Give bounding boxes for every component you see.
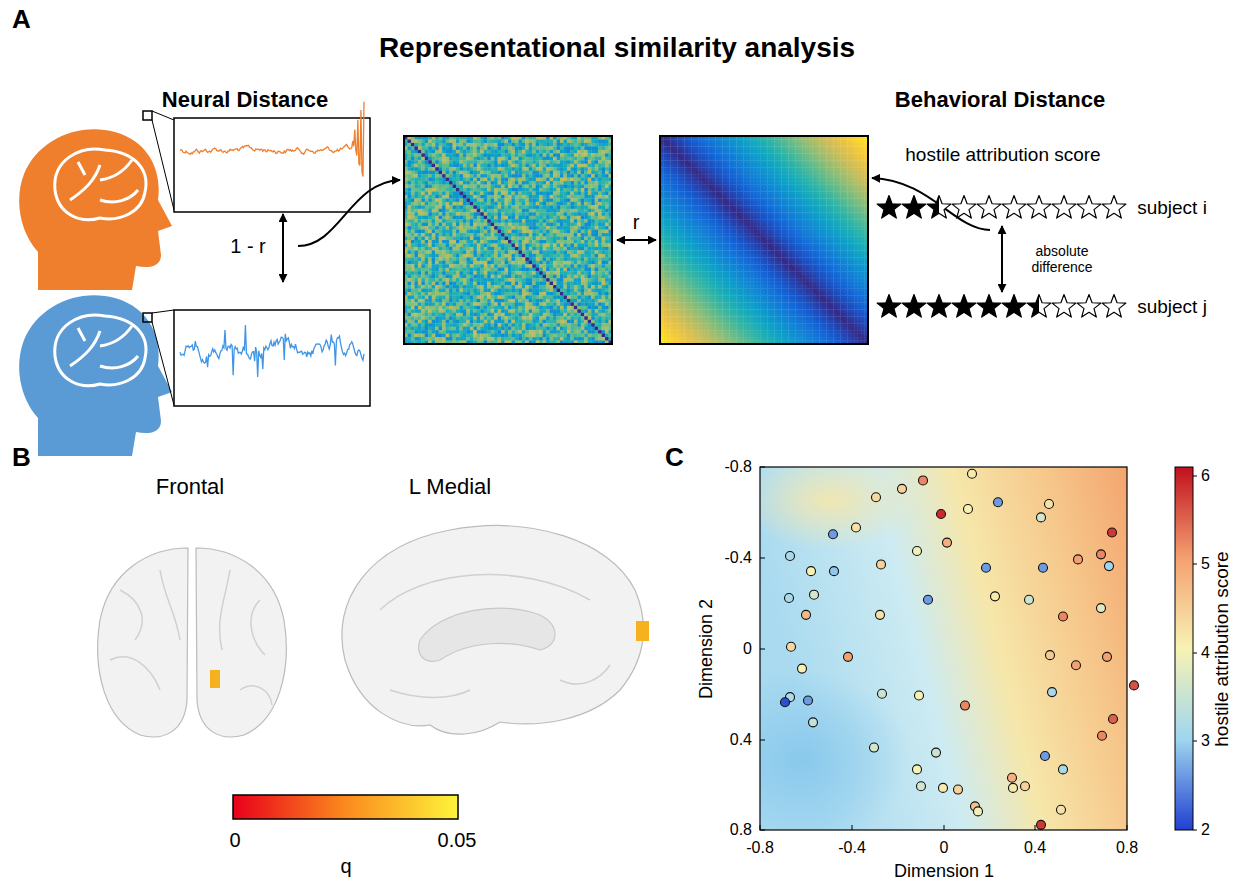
neural-distance-matrix <box>404 136 612 344</box>
section-heading: Neural Distance <box>162 87 328 112</box>
view-label: L Medial <box>409 474 491 499</box>
subject-points <box>781 469 1139 829</box>
plot-frame <box>760 467 1127 830</box>
axis-tick: -0.4 <box>724 549 752 567</box>
axis-tick: 0 <box>743 640 752 658</box>
axis-tick: -0.8 <box>746 839 774 857</box>
colorbar-tick: 0.05 <box>438 829 477 852</box>
double-arrow <box>282 214 284 282</box>
axis-tick: 0.8 <box>730 821 752 839</box>
axis-tick: 0.4 <box>1024 839 1046 857</box>
score-colorbar <box>1175 467 1193 830</box>
q-colorbar <box>233 795 458 819</box>
panel-letter: B <box>12 443 31 473</box>
timeseries-line <box>180 102 364 177</box>
view-label: Frontal <box>156 474 224 499</box>
timeseries-box <box>174 118 370 212</box>
axis-tick: 0.4 <box>730 731 752 749</box>
arrow-label: r <box>633 211 640 234</box>
axis-tick: -0.8 <box>724 458 752 476</box>
plot-background <box>760 467 1127 830</box>
section-heading: Behavioral Distance <box>895 87 1105 112</box>
brain-frontal <box>98 548 287 737</box>
colorbar-tick: 3 <box>1201 732 1210 750</box>
star-rating <box>877 196 1126 318</box>
colorbar-tick: 4 <box>1201 644 1210 662</box>
colorbar-tick: 5 <box>1201 555 1210 573</box>
arrow-label: absolute difference <box>1021 243 1103 275</box>
colorbar-title: hostile attribution score <box>1211 551 1233 746</box>
axis-ticks <box>760 467 1197 830</box>
brain-medial <box>342 526 649 735</box>
axis-tick: -0.4 <box>838 839 866 857</box>
axis-tick: 0 <box>940 839 949 857</box>
head-orange <box>19 111 174 290</box>
panel-letter: C <box>665 443 684 473</box>
measure-label: hostile attribution score <box>905 144 1100 166</box>
double-arrow <box>617 239 656 241</box>
curved-arrow <box>298 180 400 246</box>
colorbar-tick: 6 <box>1201 467 1210 485</box>
arrow-label: 1 - r <box>230 235 266 258</box>
behavioral-distance-matrix <box>660 136 868 344</box>
colorbar-tick: 2 <box>1201 821 1210 839</box>
subject-label: subject i <box>1137 197 1207 219</box>
axis-tick: 0.8 <box>1116 839 1138 857</box>
axis-title: Dimension 2 <box>696 599 717 699</box>
double-arrow <box>1001 226 1003 292</box>
head-blue <box>19 295 174 456</box>
axis-title: Dimension 1 <box>894 861 994 882</box>
panel-letter: A <box>12 5 31 35</box>
colorbar-tick: 0 <box>229 829 240 852</box>
subject-label: subject j <box>1137 296 1207 318</box>
figure-title: Representational similarity analysis <box>379 32 855 64</box>
curved-arrow <box>872 178 990 230</box>
colorbar-title: q <box>340 855 351 878</box>
timeseries-line <box>180 325 364 377</box>
timeseries-box <box>174 310 370 406</box>
